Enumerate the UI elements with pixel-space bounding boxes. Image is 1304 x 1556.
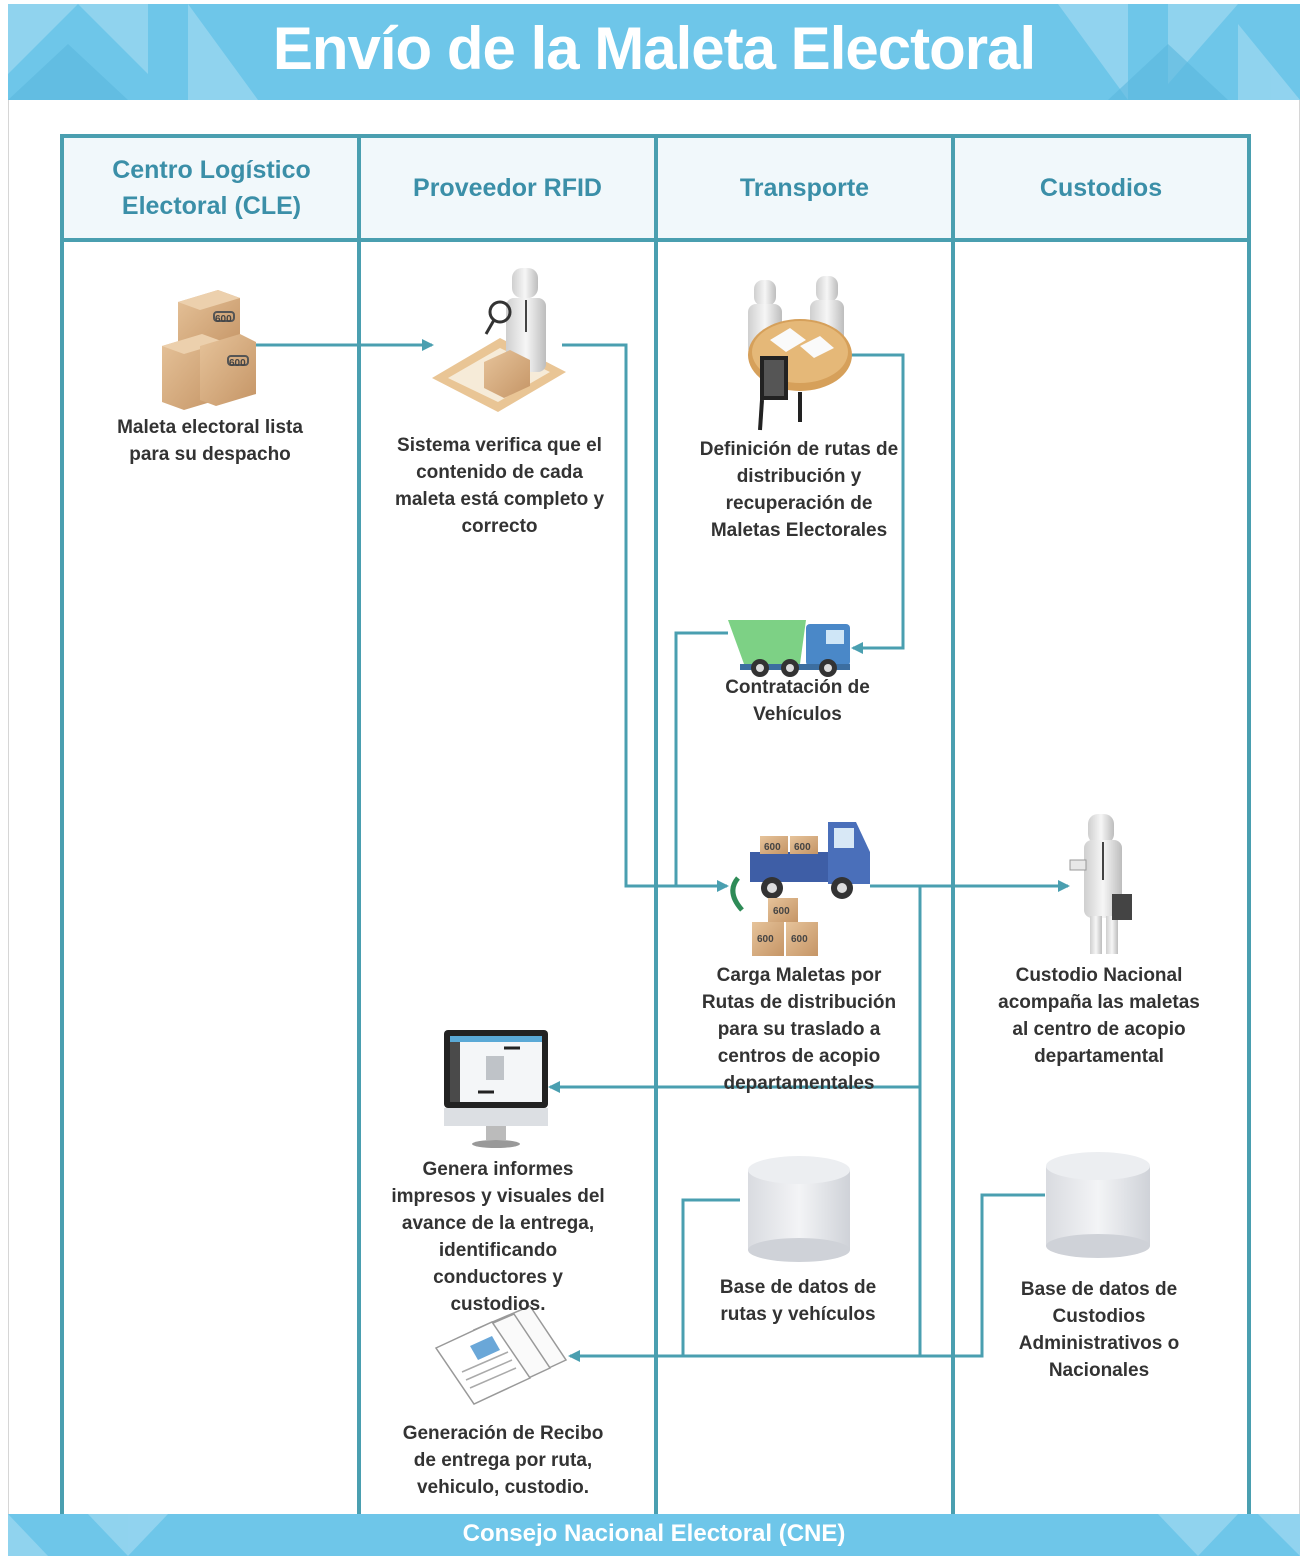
dump-truck-icon (728, 620, 850, 677)
page-title: Envío de la Maleta Electoral (272, 15, 1036, 82)
connector-contratacion-to-carga (674, 631, 728, 886)
footer-text: Consejo Nacional Electoral (CNE) (462, 1520, 846, 1547)
connector-verifica-to-carga (562, 343, 729, 892)
box-mark: 600 (764, 842, 781, 853)
monitor-icon (444, 1030, 548, 1148)
label-carga: Carga Maletas por Rutas de distribución … (701, 965, 897, 1094)
label-recibo: Generación de Recibo de entrega por ruta… (402, 1423, 604, 1498)
box-mark: 600 (794, 842, 811, 853)
lane-borders (60, 134, 1251, 1514)
footer-pattern (8, 1514, 1300, 1556)
box-mark: 600 (791, 934, 808, 945)
box-mark: 600 (773, 906, 790, 917)
banner-pattern (8, 4, 1300, 100)
lane-header-proveedor: Proveedor RFID (359, 136, 656, 240)
label-rutas: Definición de rutas de distribución y re… (699, 439, 899, 541)
documents-icon (434, 1305, 568, 1405)
custodian-icon (1069, 814, 1132, 954)
label-verifica: Sistema verifica que el contenido de cad… (394, 435, 605, 537)
connector-carga-to-informes (548, 884, 922, 1093)
inspector-icon (432, 268, 566, 412)
label-contratacion: Contratación de Vehículos (725, 677, 870, 725)
title-banner: Envío de la Maleta Electoral (8, 4, 1300, 100)
footer-banner: Consejo Nacional Electoral (CNE) (8, 1514, 1300, 1556)
meeting-table-icon (748, 276, 852, 431)
connector-bd-custodios (920, 1193, 1045, 1358)
label-maleta: Maleta electoral lista para su despacho (117, 417, 303, 465)
connector-rutas-to-contratacion (850, 353, 905, 654)
lane-header-custodios: Custodios (953, 136, 1249, 240)
lane-header-cle: Centro Logístico Electoral (CLE) (64, 136, 359, 240)
box-mark: 600 (757, 934, 774, 945)
label-bd-rutas: Base de datos de rutas y vehículos (719, 1277, 877, 1325)
box-mark: 600 (215, 314, 232, 325)
cargo-truck-icon (730, 822, 870, 956)
label-bd-custodios: Base de datos de Custodios Administrativ… (1018, 1279, 1180, 1381)
connector-bd-rutas (681, 1198, 740, 1356)
boxes-icon (162, 290, 256, 410)
database-custodios-icon (1046, 1152, 1150, 1258)
database-rutas-icon (748, 1156, 850, 1262)
box-mark: 600 (229, 358, 246, 369)
lane-header-transporte: Transporte (656, 136, 953, 240)
label-informes: Genera informes impresos y visuales del … (391, 1159, 605, 1315)
page-frame (8, 100, 1300, 1514)
label-custodio: Custodio Nacional acompaña las maletas a… (998, 965, 1200, 1067)
